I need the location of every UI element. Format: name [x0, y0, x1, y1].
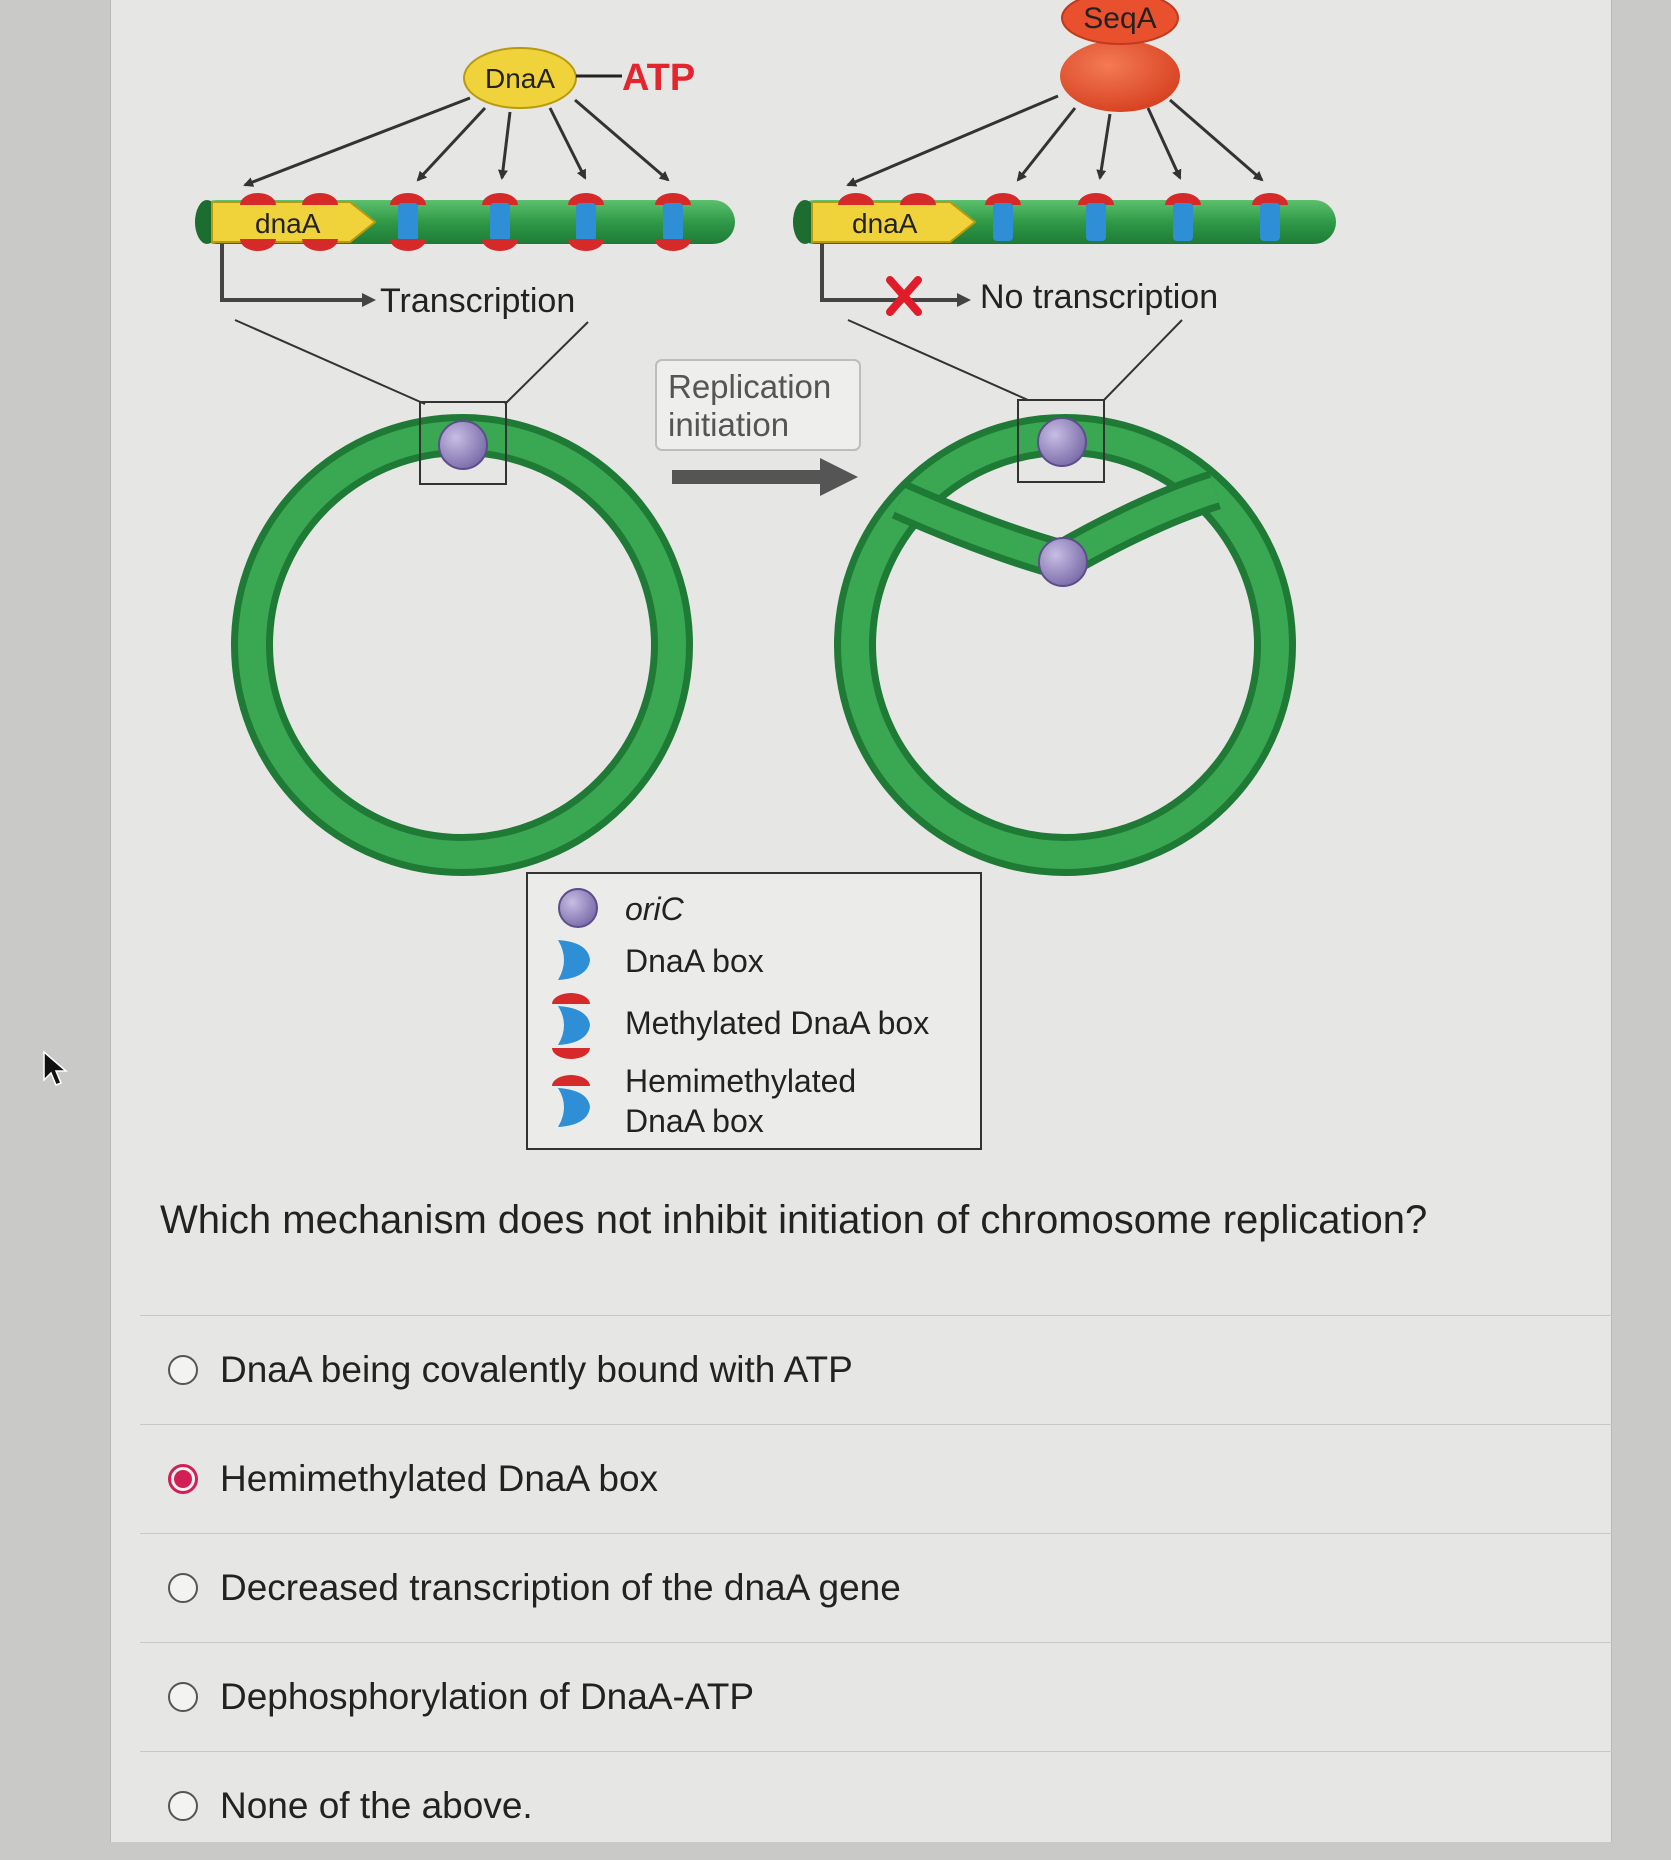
question-text: Which mechanism does not inhibit initiat… — [160, 1198, 1428, 1242]
chromosome-right — [834, 399, 1296, 876]
left-panel: DnaA ATP dnaA — [195, 47, 735, 876]
answer-option[interactable]: Decreased transcription of the dnaA gene — [140, 1533, 1620, 1642]
hemimethylated-box-legend-icon — [552, 1075, 590, 1127]
dna-strand-right: dnaA — [793, 193, 1336, 244]
radio-button-selected[interactable] — [168, 1464, 198, 1494]
seqa-label: SeqA — [1083, 2, 1156, 35]
radio-button[interactable] — [168, 1682, 198, 1712]
dnaa-atp-complex: DnaA ATP — [463, 47, 695, 109]
radio-button[interactable] — [168, 1573, 198, 1603]
oric-right-bottom — [1038, 537, 1088, 587]
dnaa-protein-label: DnaA — [485, 63, 555, 94]
replication-diagram: DnaA ATP dnaA — [195, 0, 1336, 1150]
no-transcription-arrow: No transcription — [820, 244, 1218, 316]
radio-button[interactable] — [168, 1355, 198, 1385]
oric-legend-icon — [558, 888, 598, 928]
legend-methylated: Methylated DnaA box — [625, 1005, 929, 1041]
dnaa-gene-label-left: dnaA — [255, 208, 321, 239]
answer-option-label: DnaA being covalently bound with ATP — [220, 1349, 853, 1390]
hemimethylated-boxes-right — [838, 193, 1288, 241]
legend-hemi-1: Hemimethylated — [625, 1063, 856, 1099]
binding-arrows-right — [846, 94, 1264, 187]
answer-options: DnaA being covalently bound with ATP Hem… — [140, 1315, 1620, 1860]
mouse-pointer-icon — [43, 1050, 69, 1086]
oric-left — [438, 420, 488, 470]
right-panel: SeqA dnaA — [793, 0, 1336, 876]
chromosome-left — [231, 401, 693, 876]
legend-oric: oriC — [625, 891, 685, 927]
replication-initiation: Replication initiation — [655, 359, 861, 496]
seqa-protein: SeqA — [1060, 0, 1180, 112]
answer-option-label: Dephosphorylation of DnaA-ATP — [220, 1676, 755, 1717]
radio-button[interactable] — [168, 1791, 198, 1821]
answer-option-label: Decreased transcription of the dnaA gene — [220, 1567, 901, 1608]
answer-option-label: Hemimethylated DnaA box — [220, 1458, 659, 1499]
legend-hemi-2: DnaA box — [625, 1103, 764, 1139]
dna-strand-left: dnaA — [195, 193, 735, 251]
oric-right-top — [1037, 417, 1087, 467]
binding-arrows-left — [243, 96, 670, 187]
answer-option[interactable]: None of the above. — [140, 1751, 1620, 1860]
answer-option[interactable]: Hemimethylated DnaA box — [140, 1424, 1620, 1533]
legend-dnaa-box: DnaA box — [625, 943, 764, 979]
diagram-legend: oriC DnaA box Methylated DnaA box Hemime… — [526, 872, 982, 1150]
no-transcription-label: No transcription — [980, 278, 1218, 316]
dnaa-gene-label-right: dnaA — [852, 208, 918, 239]
transcription-label: Transcription — [380, 282, 575, 320]
replication-label-2: initiation — [668, 406, 789, 443]
transcription-arrow: Transcription — [220, 244, 575, 320]
atp-label: ATP — [622, 57, 695, 99]
answer-option-label: None of the above. — [220, 1785, 533, 1826]
methylated-box-legend-icon — [552, 993, 590, 1059]
dnaa-box-legend-icon — [558, 940, 590, 980]
inhibit-x-icon — [886, 276, 922, 316]
replication-label-1: Replication — [668, 368, 831, 405]
answer-option[interactable]: Dephosphorylation of DnaA-ATP — [140, 1642, 1620, 1751]
answer-option[interactable]: DnaA being covalently bound with ATP — [140, 1315, 1620, 1424]
methylated-boxes-left — [240, 193, 691, 251]
